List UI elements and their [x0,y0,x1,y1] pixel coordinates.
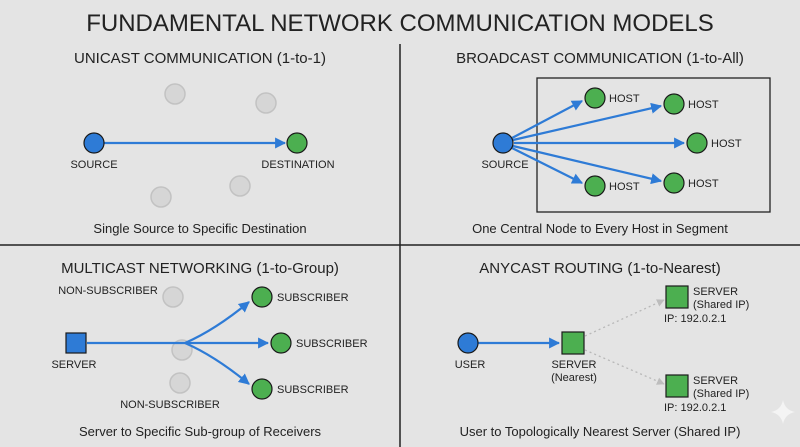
broadcast-title: BROADCAST COMMUNICATION (1-to-All) [456,50,744,67]
host-node [686,132,708,154]
inactive-node [164,83,186,105]
unicast-caption: Single Source to Specific Destination [93,221,306,236]
subscriber-label: SUBSCRIBER [277,292,349,304]
subscriber-label: SUBSCRIBER [277,384,349,396]
shared-server-ip: IP: 192.0.2.1 [664,313,726,325]
anycast-caption: User to Topologically Nearest Server (Sh… [460,424,741,439]
host-node [584,175,606,197]
shared-server-sublabel: (Shared IP) [693,388,749,400]
unicast-title: UNICAST COMMUNICATION (1-to-1) [74,50,326,67]
shared-server-sublabel: (Shared IP) [693,299,749,311]
shared-server-label: SERVER [693,286,738,298]
multicast-arrows [87,301,270,385]
inactive-node [162,286,184,308]
server-label: SERVER [51,359,96,371]
nearest-server-label: SERVER [551,359,596,371]
source-label: SOURCE [70,159,117,171]
host-node [663,93,685,115]
non-subscriber-label: NON-SUBSCRIBER [58,285,158,297]
shared-server-node [665,374,689,398]
subscriber-node [251,286,273,308]
shared-server-ip: IP: 192.0.2.1 [664,402,726,414]
anycast-title: ANYCAST ROUTING (1-to-Nearest) [479,260,720,277]
shared-server-label: SERVER [693,375,738,387]
host-label: HOST [688,99,719,111]
sparkle-icon [771,400,795,424]
alt-route [584,349,665,385]
segment-box [536,77,771,213]
inactive-node [255,92,277,114]
multicast-panel: MULTICAST NETWORKING (1-to-Group) NON-SU… [51,260,367,439]
nearest-server-node [561,331,585,355]
multicast-caption: Server to Specific Sub-group of Receiver… [79,424,322,439]
host-node [584,87,606,109]
user-label: USER [455,359,486,371]
anycast-panel: ANYCAST ROUTING (1-to-Nearest) USER SERV… [455,260,795,439]
multicast-title: MULTICAST NETWORKING (1-to-Group) [61,260,339,277]
alt-route [584,299,665,337]
server-node [65,332,87,354]
subscriber-label: SUBSCRIBER [296,338,368,350]
inactive-node [150,186,172,208]
subscriber-node [251,378,273,400]
broadcast-caption: One Central Node to Every Host in Segmen… [472,221,728,236]
broadcast-arrows [511,100,686,185]
destination-label: DESTINATION [261,159,334,171]
user-node [457,332,479,354]
source-label: SOURCE [481,159,528,171]
non-subscriber-label: NON-SUBSCRIBER [120,399,220,411]
inactive-node [229,175,251,197]
host-label: HOST [609,181,640,193]
host-label: HOST [609,93,640,105]
host-label: HOST [711,138,742,150]
host-label: HOST [688,178,719,190]
shared-server-node [665,285,689,309]
main-title: FUNDAMENTAL NETWORK COMMUNICATION MODELS [86,10,714,37]
nearest-server-sublabel: (Nearest) [551,372,597,384]
unicast-panel: UNICAST COMMUNICATION (1-to-1) SOURCE DE… [70,50,334,236]
host-node [663,172,685,194]
source-node [492,132,514,154]
destination-node [286,132,308,154]
subscriber-node [270,332,292,354]
broadcast-panel: BROADCAST COMMUNICATION (1-to-All) SOURC… [456,50,771,236]
inactive-node [169,372,191,394]
source-node [83,132,105,154]
